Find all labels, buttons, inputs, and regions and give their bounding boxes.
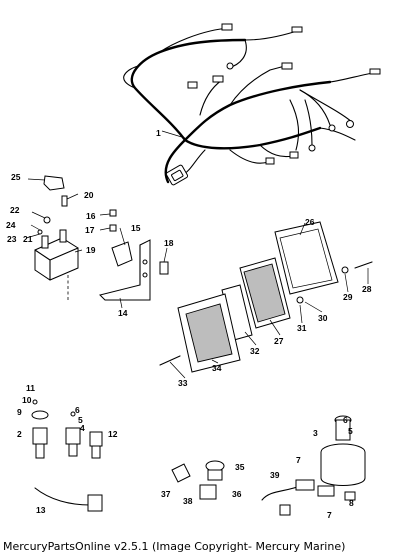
ecu-modules — [159, 221, 373, 373]
callout-32: 32 — [250, 346, 260, 356]
callout-6b: 6 — [343, 415, 348, 425]
callout-14: 14 — [118, 308, 128, 318]
callout-24: 24 — [6, 220, 16, 230]
callout-34: 34 — [212, 363, 222, 373]
callout-11: 11 — [26, 383, 35, 393]
callout-21: 21 — [23, 234, 33, 244]
callout-26: 26 — [305, 217, 315, 227]
callout-36: 36 — [232, 489, 242, 499]
callout-9: 9 — [17, 407, 22, 417]
callout-labels: 1 2 3 4 5 5 6 6 7 7 8 9 10 11 12 13 14 1… — [6, 128, 372, 520]
callout-38: 38 — [183, 496, 193, 506]
leader-lines — [25, 130, 369, 379]
callout-29: 29 — [343, 292, 353, 302]
callout-30: 30 — [318, 313, 328, 323]
callout-10: 10 — [22, 395, 32, 405]
callout-15: 15 — [131, 223, 141, 233]
callout-7a: 7 — [296, 455, 301, 465]
callout-4: 4 — [80, 423, 85, 433]
sender-parts — [171, 460, 225, 500]
wire-harness — [123, 23, 381, 186]
callout-16: 16 — [86, 211, 96, 221]
copyright-footer: MercuryPartsOnline v2.5.1 (Image Copyrig… — [3, 540, 346, 553]
callout-23: 23 — [7, 234, 17, 244]
solenoid-assembly — [34, 175, 79, 300]
callout-1: 1 — [156, 128, 161, 138]
callout-20: 20 — [84, 190, 94, 200]
callout-22: 22 — [10, 205, 20, 215]
callout-33: 33 — [178, 378, 188, 388]
callout-25: 25 — [11, 172, 21, 182]
callout-31: 31 — [297, 323, 307, 333]
pigtail-harness — [34, 487, 103, 512]
callout-39: 39 — [270, 470, 280, 480]
callout-8: 8 — [349, 498, 354, 508]
sensor-parts — [31, 399, 103, 459]
callout-7b: 7 — [327, 510, 332, 520]
horn-assembly — [261, 415, 366, 516]
mounting-bracket — [99, 209, 169, 301]
callout-37: 37 — [161, 489, 171, 499]
callout-3: 3 — [313, 428, 318, 438]
callout-5b: 5 — [348, 426, 353, 436]
callout-27: 27 — [274, 336, 284, 346]
callout-28: 28 — [362, 284, 372, 294]
callout-5a: 5 — [78, 415, 83, 425]
callout-17: 17 — [85, 225, 95, 235]
callout-6a: 6 — [75, 405, 80, 415]
callout-12: 12 — [108, 429, 118, 439]
callout-2: 2 — [17, 429, 22, 439]
callout-35: 35 — [235, 462, 245, 472]
callout-19: 19 — [86, 245, 96, 255]
callout-18: 18 — [164, 238, 174, 248]
callout-13: 13 — [36, 505, 46, 515]
